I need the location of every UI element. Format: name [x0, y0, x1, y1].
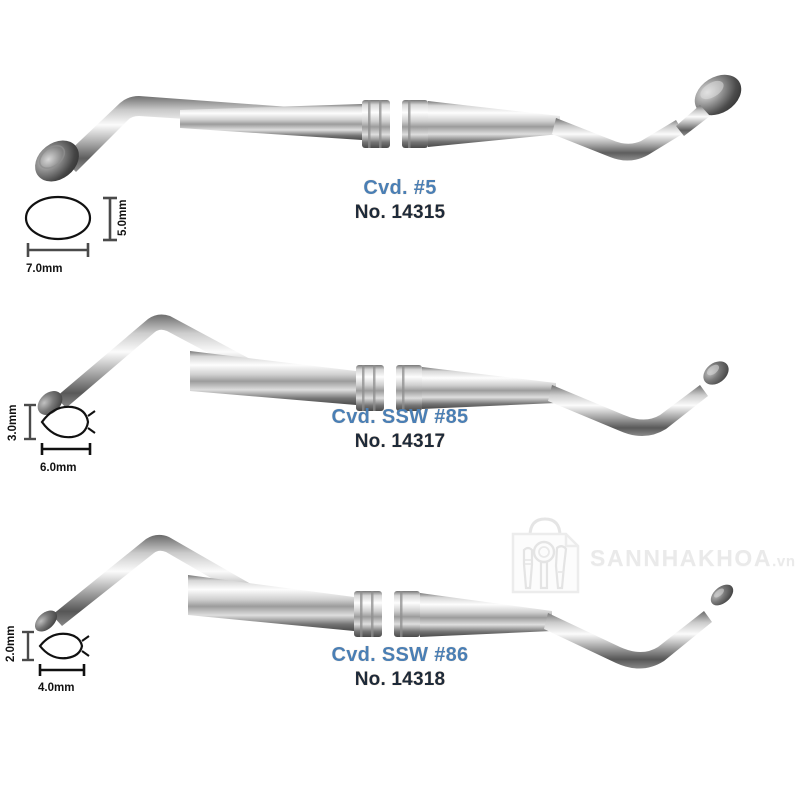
product-name: Cvd. SSW #86	[331, 644, 469, 666]
product-number: No. 14315	[354, 202, 446, 223]
dimension-width-label: 6.0mm	[40, 462, 76, 474]
handle-taper-left	[180, 104, 362, 140]
working-tip-right	[694, 74, 742, 116]
product-entry: Cvd. SSW #86 No. 14318 4.0mm 2.0mm	[0, 515, 800, 800]
instrument-illustration-3	[0, 515, 800, 705]
dimension-height-label: 3.0mm	[7, 405, 19, 441]
working-tip-left	[34, 610, 58, 632]
tip-cross-section-shape	[24, 195, 92, 241]
dimension-height-label: 5.0mm	[117, 200, 129, 236]
handle-taper-right	[420, 593, 552, 637]
product-number: No. 14318	[354, 669, 446, 690]
dimension-diagram: 6.0mm 3.0mm	[2, 397, 122, 479]
handle-collar-left	[362, 100, 390, 148]
handle-taper-right	[422, 367, 556, 409]
handle-taper-right	[428, 101, 560, 147]
product-entry: Cvd. #5 No. 14315 7.0mm 5.0mm	[0, 0, 800, 285]
product-name: Cvd. #5	[363, 177, 437, 199]
dimension-diagram: 4.0mm 2.0mm	[2, 620, 112, 698]
tip-cross-section-shape	[38, 632, 84, 660]
dimension-height-label: 2.0mm	[5, 626, 17, 662]
product-label-group: Cvd. #5 No. 14315	[0, 176, 800, 226]
handle-collar-right	[402, 100, 428, 148]
product-number: No. 14317	[354, 431, 446, 452]
handle-taper-left	[190, 351, 356, 405]
instrument-shank-left	[52, 534, 256, 626]
product-name: Cvd. SSW #85	[331, 406, 469, 428]
working-tip-right	[710, 584, 734, 606]
instrument-shank-right	[548, 385, 708, 437]
handle-taper-left	[188, 575, 354, 631]
instrument-shank-right	[544, 611, 712, 669]
dimension-width-label: 7.0mm	[26, 263, 62, 275]
tip-cross-section-shape	[40, 405, 90, 439]
product-entry: Cvd. SSW #85 No. 14317 6.0mm 3.0mm	[0, 285, 800, 515]
product-label-group: Cvd. SSW #85 No. 14317	[0, 405, 800, 455]
instrument-illustration-1	[0, 0, 800, 190]
handle-collar-right	[394, 591, 420, 637]
dimension-diagram: 7.0mm 5.0mm	[14, 190, 154, 285]
working-tip-right	[703, 361, 729, 385]
instrument-shank-right	[552, 118, 684, 161]
handle-collar-left	[354, 591, 382, 637]
instrument-illustration-2	[0, 285, 800, 475]
dimension-width-label: 4.0mm	[38, 682, 74, 694]
product-label-group: Cvd. SSW #86 No. 14318	[0, 643, 800, 693]
instrument-shank-left	[56, 314, 252, 408]
